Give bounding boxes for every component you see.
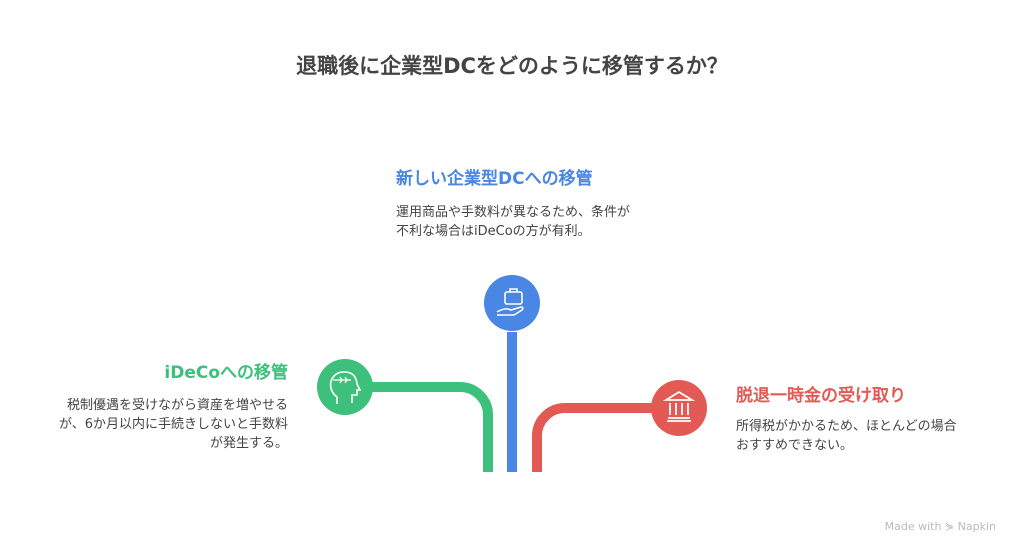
branch-heading-new-dc: 新しい企業型DCへの移管 xyxy=(396,169,593,189)
briefcase-hand-icon xyxy=(484,275,540,331)
red-connector xyxy=(532,403,652,472)
branch-description-ideco: 税制優遇を受けながら資産を増やせるが、6か月以内に手続きしないと手数料が発生する… xyxy=(58,398,288,451)
bank-icon xyxy=(651,380,707,436)
head-brain-icon xyxy=(317,359,373,415)
diagram-title: 退職後に企業型DCをどのように移管するか？ xyxy=(296,54,728,78)
branch-description-lump-sum: 所得税がかかるため、ほとんどの場合おすすめできない。 xyxy=(736,419,957,453)
branch-heading-ideco: iDeCoへの移管 xyxy=(164,363,288,383)
branch-description-new-dc: 運用商品や手数料が異なるため、条件が不利な場合はiDeCoの方が有利。 xyxy=(396,205,631,239)
green-connector xyxy=(372,382,493,472)
napkin-watermark: Made with ⋟ Napkin xyxy=(884,520,996,533)
branch-heading-lump-sum: 脱退一時金の受け取り xyxy=(736,386,906,406)
